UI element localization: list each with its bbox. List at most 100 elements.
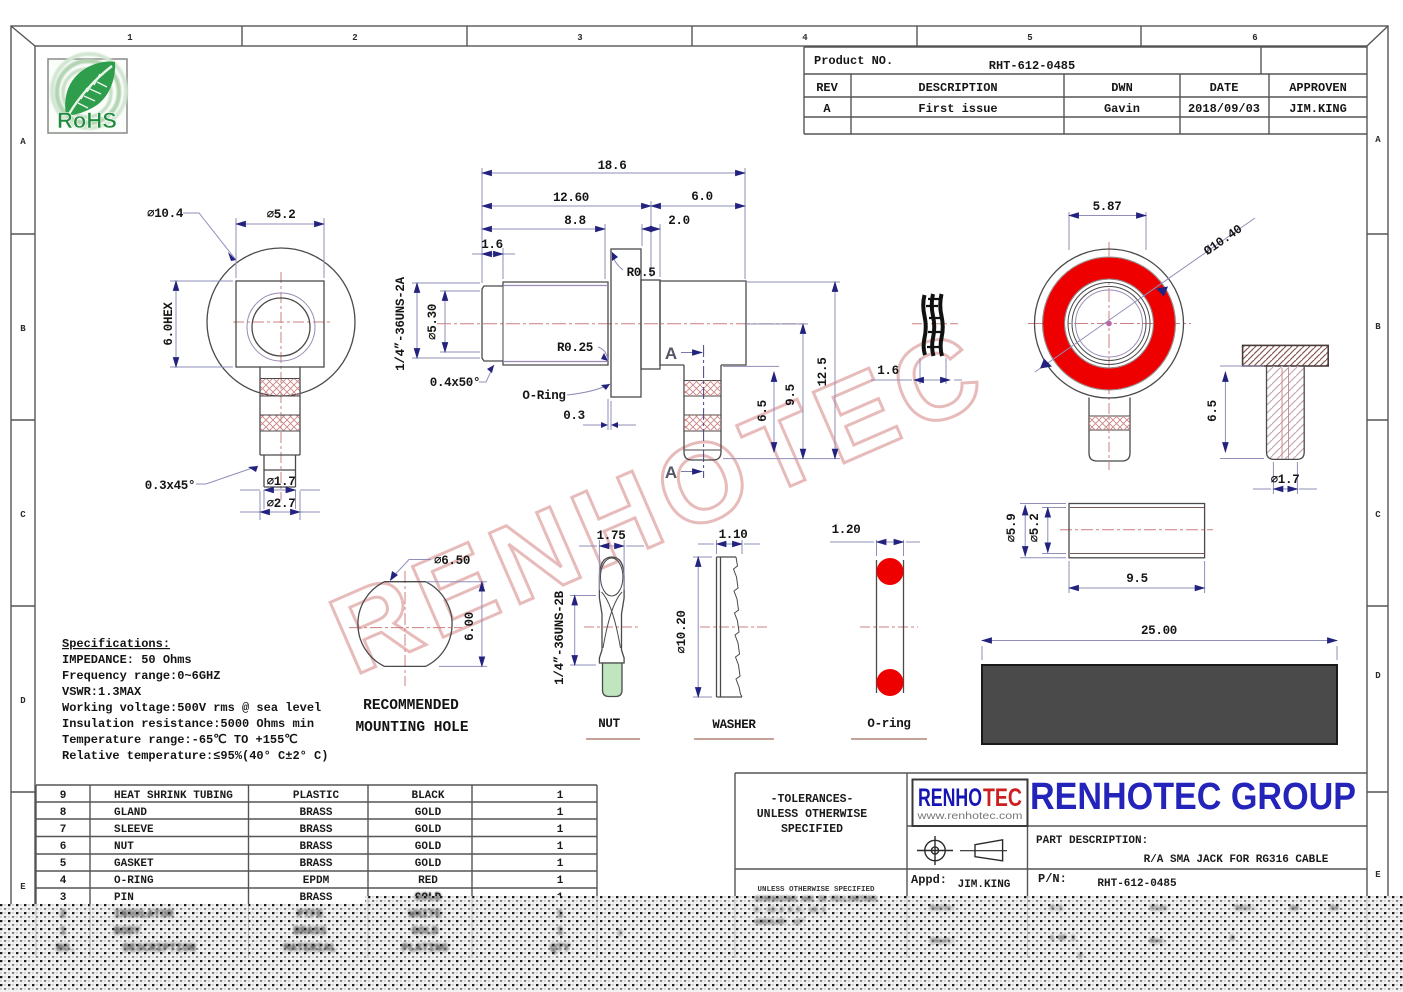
svg-text:D: D [20, 696, 26, 706]
svg-text:GOLD: GOLD [415, 858, 442, 870]
svg-text:HEAT SHRINK TUBING: HEAT SHRINK TUBING [114, 790, 233, 802]
svg-text:Rev.: Rev. [1150, 938, 1167, 946]
svg-text:0.3: 0.3 [563, 409, 585, 423]
svg-text:INSULATOR: INSULATOR [114, 909, 174, 921]
svg-text:1.6: 1.6 [481, 238, 503, 252]
svg-text:SLEEVE: SLEEVE [114, 824, 154, 836]
svg-text:GASKET: GASKET [114, 858, 154, 870]
svg-text:2: 2 [352, 33, 357, 43]
svg-text:6: 6 [60, 841, 67, 853]
svg-text:1.20: 1.20 [832, 523, 861, 537]
svg-text:7: 7 [60, 824, 67, 836]
svg-text:A: A [823, 102, 831, 116]
svg-text:25.00: 25.00 [1141, 624, 1177, 638]
svg-text:DIMENSIONS ARE IN MILLIMETERS: DIMENSIONS ARE IN MILLIMETERS [755, 896, 877, 904]
svg-text:4:1: 4:1 [1050, 905, 1063, 913]
svg-text:BRASS: BRASS [299, 858, 332, 870]
svg-text:⌀2.7: ⌀2.7 [267, 497, 296, 511]
svg-text:2018/09/03: 2018/09/03 [1188, 102, 1260, 116]
svg-text:Working voltage:500V rms @ sea: Working voltage:500V rms @ sea level [62, 701, 321, 715]
svg-text:R0.25: R0.25 [557, 341, 593, 355]
svg-text:⌀1.7: ⌀1.7 [1271, 473, 1300, 487]
svg-text:1: 1 [557, 875, 564, 887]
svg-text:RECOMMENDED: RECOMMENDED [363, 698, 459, 714]
svg-text:NUT: NUT [114, 841, 134, 853]
svg-text:A: A [665, 463, 677, 482]
svg-text:BRASS: BRASS [293, 926, 326, 938]
svg-text:Gavin: Gavin [1104, 102, 1140, 116]
svg-text:6: 6 [1252, 33, 1257, 43]
svg-text:UNLESS OTHERWISE: UNLESS OTHERWISE [757, 808, 868, 821]
svg-text:Insulation resistance:5000 Ohm: Insulation resistance:5000 Ohms min [62, 717, 314, 731]
svg-text:PLASTIC: PLASTIC [293, 790, 340, 802]
svg-text:Ø10.40: Ø10.40 [1202, 222, 1245, 258]
svg-text:GOLD: GOLD [415, 841, 442, 853]
svg-text:.: . [1290, 938, 1294, 946]
svg-text:B: B [1375, 322, 1381, 332]
svg-text:JIM.KING: JIM.KING [958, 879, 1011, 891]
svg-text:UNLESS OTHERWISE SPECIFIED: UNLESS OTHERWISE SPECIFIED [757, 886, 875, 894]
svg-text:-TOLERANCES-: -TOLERANCES- [771, 793, 854, 806]
svg-text:12.60: 12.60 [553, 191, 589, 205]
svg-text:X: ±0.2 X.X: ±0.1: X: ±0.2 X.X: ±0.1 [754, 907, 825, 915]
svg-text:MOUNTING HOLE: MOUNTING HOLE [355, 720, 468, 736]
svg-text:1: 1 [557, 807, 564, 819]
svg-text:WASHER: WASHER [712, 718, 756, 732]
svg-text:NO.: NO. [56, 943, 76, 955]
svg-text:R0.5: R0.5 [627, 266, 656, 280]
svg-text:Size: Size [1150, 905, 1167, 913]
svg-text:DWN: DWN [1111, 81, 1133, 95]
svg-text:RENHO: RENHO [918, 784, 982, 812]
svg-text:Sheet:: Sheet: [930, 938, 955, 946]
svg-text:VSWR:1.3MAX: VSWR:1.3MAX [62, 685, 142, 699]
svg-text:⌀10.20: ⌀10.20 [675, 610, 689, 653]
svg-text:C: C [20, 510, 26, 520]
svg-text:C: C [1375, 510, 1381, 520]
svg-text:BRASS: BRASS [299, 841, 332, 853]
svg-text:A: A [20, 137, 26, 147]
svg-text:www.renhotec.com: www.renhotec.com [916, 811, 1022, 822]
svg-text:GOLD: GOLD [415, 892, 442, 904]
svg-text:⌀6.50: ⌀6.50 [434, 554, 470, 568]
svg-text:PART DESCRIPTION:: PART DESCRIPTION: [1036, 835, 1148, 847]
svg-text:9.5: 9.5 [1126, 572, 1148, 586]
svg-text:1: 1 [557, 841, 564, 853]
svg-text:GOLD: GOLD [415, 807, 442, 819]
svg-text:QTY: QTY [550, 943, 570, 955]
svg-text:A: A [1375, 135, 1381, 145]
svg-text:6.0: 6.0 [691, 190, 713, 204]
svg-text:1: 1 [557, 824, 564, 836]
svg-text:5: 5 [1027, 33, 1032, 43]
svg-text:4: 4 [60, 875, 67, 887]
svg-text:3: 3 [577, 33, 582, 43]
svg-text:1: 1 [60, 926, 67, 938]
svg-text:Temperature range:-65℃ TO +155: Temperature range:-65℃ TO +155℃ [62, 733, 298, 747]
svg-text:mm: mm [1290, 905, 1298, 913]
svg-text:SPECIFIED: SPECIFIED [781, 823, 843, 836]
svg-text:1/4”-36UNS-2B: 1/4”-36UNS-2B [553, 590, 567, 684]
svg-text:2.0: 2.0 [668, 214, 690, 228]
svg-text:B: B [20, 324, 26, 334]
svg-text:E: E [20, 882, 26, 892]
svg-text:BODY: BODY [114, 926, 141, 938]
svg-text:9.5: 9.5 [784, 384, 798, 406]
svg-text:PLATING: PLATING [402, 943, 449, 955]
svg-text:Unit:: Unit: [1235, 905, 1256, 913]
svg-text:DESCRIPTION: DESCRIPTION [918, 81, 997, 95]
svg-text:Relative temperature:≤95%(40°: Relative temperature:≤95%(40° C±2° C) [62, 749, 328, 763]
svg-text:9: 9 [60, 790, 67, 802]
svg-text:PIN: PIN [114, 892, 134, 904]
svg-text:A4: A4 [1330, 905, 1338, 913]
svg-text:D: D [1375, 671, 1381, 681]
svg-text:First issue: First issue [918, 102, 997, 116]
svg-text:ANGULAR: ±2°: ANGULAR: ±2° [755, 918, 805, 927]
svg-text:6.0HEX: 6.0HEX [162, 302, 176, 346]
svg-text:EPDM: EPDM [303, 875, 330, 887]
svg-text:A: A [665, 344, 677, 363]
svg-text:RHT-612-0485: RHT-612-0485 [989, 59, 1075, 73]
svg-text:Appd:: Appd: [911, 873, 947, 887]
svg-text:⌀5.30: ⌀5.30 [426, 304, 440, 340]
svg-text:1: 1 [557, 858, 564, 870]
svg-text:0.3x45°: 0.3x45° [145, 479, 195, 493]
svg-text:RENHOTEC GROUP: RENHOTEC GROUP [1030, 776, 1356, 818]
